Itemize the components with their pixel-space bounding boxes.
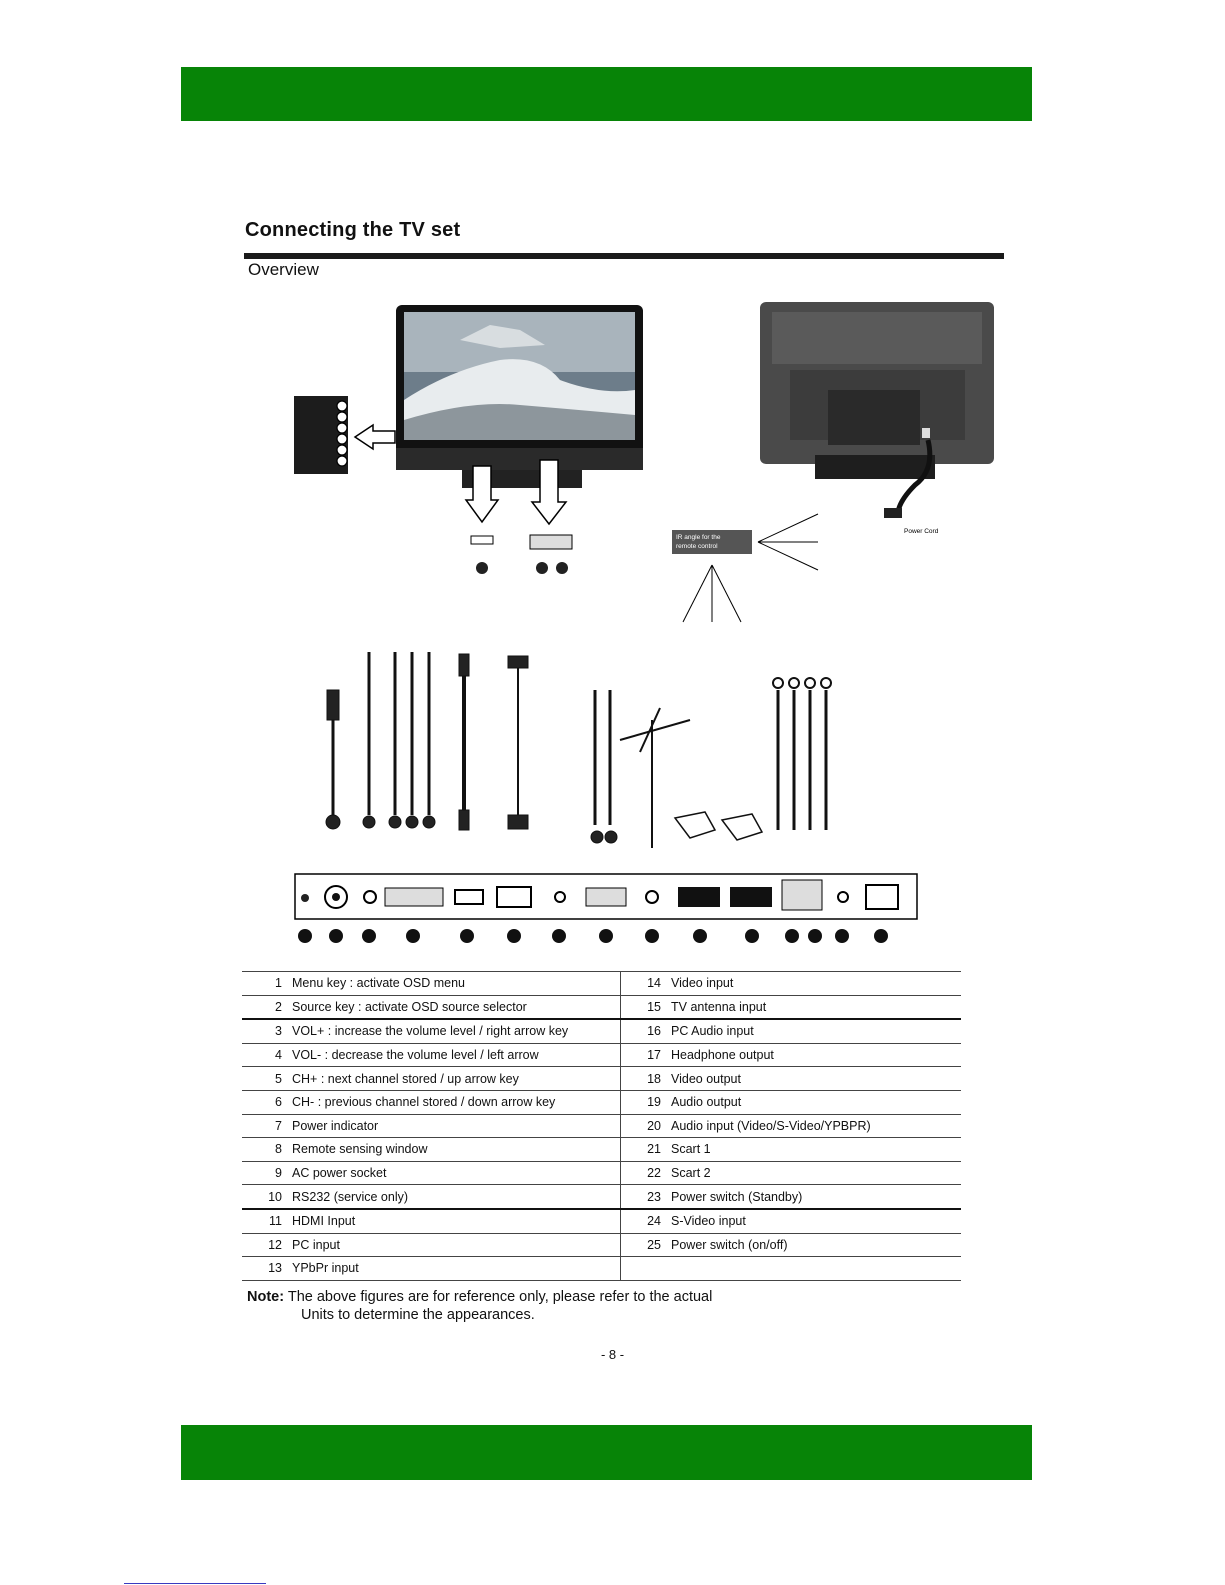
legend-right-number: 24 — [620, 1208, 669, 1234]
tv-front-illustration — [396, 305, 643, 574]
header-band — [181, 67, 1032, 121]
legend-right-description: Power switch (Standby) — [669, 1184, 961, 1210]
tv-rear-illustration: Power Cord — [760, 302, 994, 535]
legend-left-number: 1 — [242, 971, 290, 996]
legend-left-number: 11 — [242, 1208, 290, 1234]
legend-left-number: 7 — [242, 1114, 290, 1139]
legend-left-description: YPbPr input — [290, 1256, 621, 1281]
section-title: Connecting the TV set — [245, 219, 461, 241]
note: Note: The above figures are for referenc… — [247, 1288, 712, 1324]
legend-right-description: Video input — [669, 971, 961, 996]
power-cord-label: Power Cord — [904, 528, 939, 535]
legend-left-number: 9 — [242, 1161, 290, 1186]
title-rule — [244, 253, 1004, 259]
legend-right-description: Headphone output — [669, 1043, 961, 1068]
footer-link-underline — [124, 1583, 266, 1584]
legend-right-number: 22 — [620, 1161, 669, 1186]
ir-angle-diagram: IR angle for the remote control — [672, 513, 819, 623]
legend-right-description: Video output — [669, 1066, 961, 1091]
footer-band — [181, 1425, 1032, 1480]
legend-left-description: RS232 (service only) — [290, 1184, 621, 1210]
svg-text:remote control: remote control — [676, 543, 718, 550]
connection-cables — [325, 652, 832, 848]
legend-left-number: 4 — [242, 1043, 290, 1068]
legend-left-description: Power indicator — [290, 1114, 621, 1139]
legend-right-description: S-Video input — [669, 1208, 961, 1234]
legend-left-number: 2 — [242, 995, 290, 1021]
legend-right-description: TV antenna input — [669, 995, 961, 1021]
legend-right-number: 17 — [620, 1043, 669, 1068]
legend-left-description: Menu key : activate OSD menu — [290, 971, 621, 996]
legend-right-description: PC Audio input — [669, 1019, 961, 1044]
legend-left-description: VOL+ : increase the volume level / right… — [290, 1019, 621, 1044]
note-line-1: The above figures are for reference only… — [287, 1289, 713, 1305]
side-key-panel — [294, 396, 396, 474]
legend-left-description: PC input — [290, 1233, 621, 1258]
legend-right-number: 15 — [620, 995, 669, 1021]
legend-left-description: CH+ : next channel stored / up arrow key — [290, 1066, 621, 1091]
legend-left-number: 12 — [242, 1233, 290, 1258]
legend-right-description: Audio input (Video/S-Video/YPBPR) — [669, 1114, 961, 1139]
legend-right-number: 16 — [620, 1019, 669, 1044]
legend-left-number: 8 — [242, 1137, 290, 1162]
legend-right-number: 19 — [620, 1090, 669, 1115]
legend-right-number: 25 — [620, 1233, 669, 1258]
legend-right-description: Audio output — [669, 1090, 961, 1115]
legend-left-description: CH- : previous channel stored / down arr… — [290, 1090, 621, 1115]
legend-right-number — [620, 1256, 669, 1281]
note-label: Note: — [247, 1289, 285, 1305]
legend-right-number: 20 — [620, 1114, 669, 1139]
legend-left-number: 6 — [242, 1090, 290, 1115]
legend-right-number: 18 — [620, 1066, 669, 1091]
legend-left-number: 10 — [242, 1184, 290, 1210]
note-line-2: Units to determine the appearances. — [301, 1307, 535, 1323]
legend-left-number: 3 — [242, 1019, 290, 1044]
legend-left-number: 13 — [242, 1256, 290, 1281]
legend-left-description: Remote sensing window — [290, 1137, 621, 1162]
panel-callouts — [298, 929, 888, 943]
legend-left-description: VOL- : decrease the volume level / left … — [290, 1043, 621, 1068]
legend-right-number: 21 — [620, 1137, 669, 1162]
legend-left-description: HDMI Input — [290, 1208, 621, 1234]
legend-left-description: AC power socket — [290, 1161, 621, 1186]
subsection-title: Overview — [248, 260, 319, 279]
tv-connection-figure: Power Cord IR angle for the remote contr… — [294, 302, 994, 943]
legend-right-number: 14 — [620, 971, 669, 996]
rear-connector-panel — [294, 873, 918, 920]
legend-right-number: 23 — [620, 1184, 669, 1210]
legend-left-description: Source key : activate OSD source selecto… — [290, 995, 621, 1021]
legend-right-description: Scart 1 — [669, 1137, 961, 1162]
legend-left-number: 5 — [242, 1066, 290, 1091]
legend-right-description: Power switch (on/off) — [669, 1233, 961, 1258]
legend-right-description — [669, 1256, 961, 1281]
svg-text:IR angle for the: IR angle for the — [676, 534, 721, 541]
legend-right-description: Scart 2 — [669, 1161, 961, 1186]
page-number: - 8 - — [600, 1347, 625, 1362]
